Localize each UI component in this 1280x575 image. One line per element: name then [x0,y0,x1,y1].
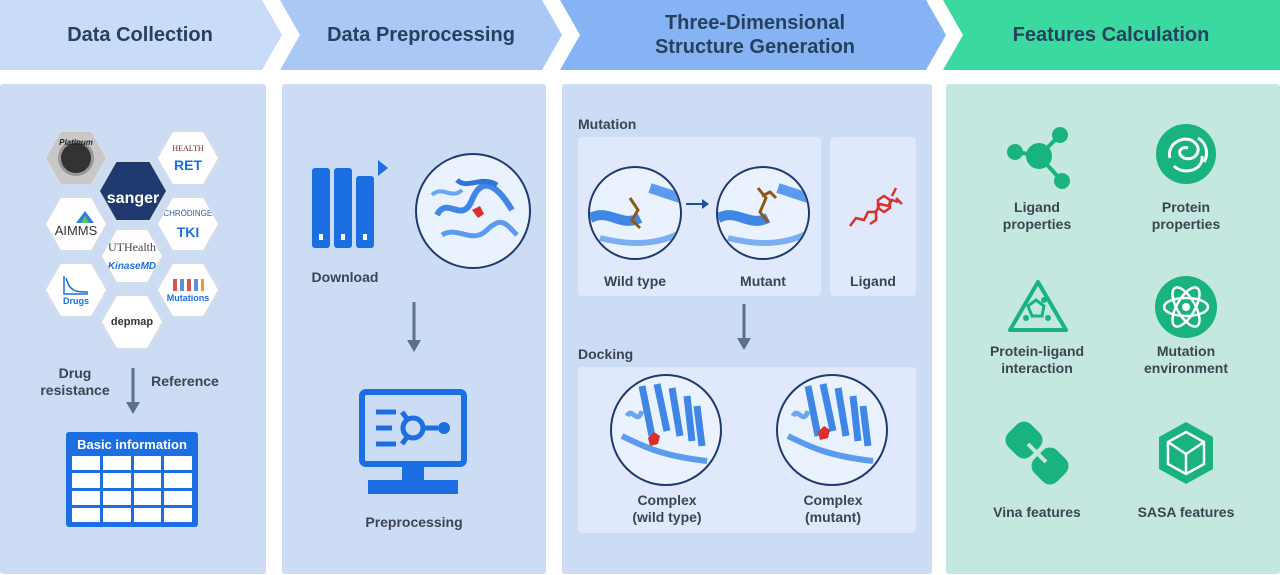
complex-wild-type-cartoon-icon [620,383,708,464]
drug-resistance-label: Drug resistance [30,365,120,399]
protein-properties-line2: properties [1151,216,1221,232]
preprocessing-label: Preprocessing [365,514,463,530]
logo-health-ret: HEALTH RET [156,130,220,186]
stage-title-features-calculation: Features Calculation [1012,24,1210,46]
stage-title-structure-generation: Three-Dimensional Structure Generation [565,0,945,70]
ligand-properties-icon [1007,127,1070,189]
logo-kinasemd-text: KinaseMD [107,261,157,272]
logo-depmap: depmap [100,294,164,350]
sasa-features-label: SASA features [1137,504,1235,520]
complex-wild-type-line2: (wild type) [632,509,702,525]
stage-title-data-collection: Data Collection [67,24,213,46]
mutations-bars-icon [173,279,204,291]
stage-title-data-preprocessing: Data Preprocessing [327,24,515,46]
protein-structure-image [415,153,531,269]
protein-properties-line1: Protein [1161,199,1211,215]
logo-drugs-text: Drugs [62,296,89,306]
vina-features-icon [1005,421,1069,485]
logo-health-text: HEALTH [172,143,204,153]
wild-type-structure-image [588,166,682,260]
protein-ligand-interaction-label: Protein-ligand interaction [977,343,1097,377]
drug-curve-icon [63,276,89,295]
complex-mutant-label: Complex (mutant) [778,492,888,526]
preprocessing-monitor-icon [359,389,467,494]
ligand-label: Ligand [850,273,896,289]
wild-type-cartoon-icon [590,183,680,246]
logo-depmap-text: depmap [110,316,154,328]
logo-aimms-text: AIMMS [54,222,98,238]
complex-wild-type-image [610,374,722,486]
logo-schrodinger-text: SCHRÖDINGER [158,208,219,218]
stage-title-line2: Structure Generation [654,36,856,58]
mutation-environment-line2: environment [1143,360,1228,376]
mutation-environment-label: Mutation environment [1131,343,1241,377]
wild-type-label: Wild type [603,273,667,289]
mutant-label: Mutant [740,273,786,289]
logo-ret-text: RET [174,156,202,173]
ligand-properties-line2: properties [1002,216,1072,232]
logo-drugs: Drugs [44,262,108,318]
protein-cartoon-icon [430,177,519,239]
mutation-environment-icon [1155,276,1217,338]
logo-schrodinger-tki: SCHRÖDINGER TKI [156,196,220,252]
protein-properties-icon [1156,124,1216,184]
ligand-properties-label: Ligand properties [982,199,1092,233]
panel-features-calculation [946,84,1280,574]
table-grid [72,456,192,522]
basic-information-title: Basic information [77,437,187,452]
down-arrow-structure [737,304,751,350]
complex-mutant-line1: Complex [803,492,863,508]
logo-mutations: Mutations [156,262,220,318]
logo-tki-text: TKI [176,223,200,240]
stage-title-line1: Three-Dimensional [664,12,846,34]
complex-mutant-image [776,374,888,486]
logo-sanger-text: sanger [106,190,160,207]
protein-ligand-interaction-line1: Protein-ligand [989,343,1085,359]
download-icon [312,160,388,248]
complex-mutant-line2: (mutant) [805,509,861,525]
down-arrow-preprocessing [407,302,421,352]
logo-platinum-text: Platinum [59,138,93,147]
protein-properties-label: Protein properties [1131,199,1241,233]
drug-resistance-line2: resistance [40,382,110,398]
protein-ligand-interaction-icon [1008,280,1068,332]
basic-information-table: Basic information [66,432,198,527]
down-arrow-collection [126,368,140,414]
mutant-structure-image [716,166,810,260]
logo-uthealth-text: UTHealth [108,240,156,254]
mutation-section-title: Mutation [578,116,637,132]
reference-label: Reference [151,373,219,389]
vina-features-label: Vina features [993,504,1081,520]
stage-arrow-data-collection [0,0,282,70]
drug-resistance-line1: Drug [58,365,92,381]
mutation-environment-line1: Mutation [1156,343,1216,359]
stage-arrow-data-preprocessing [280,0,562,70]
docking-section-title: Docking [578,346,634,362]
stage-arrow-structure-generation [560,0,946,70]
ligand-properties-line1: Ligand [1014,199,1060,215]
complex-mutant-cartoon-icon [786,383,874,464]
complex-wild-type-label: Complex (wild type) [612,492,722,526]
sasa-features-icon [1159,422,1213,484]
mutation-arrow [686,199,709,209]
mutant-cartoon-icon [718,183,808,246]
ligand-box [830,137,916,296]
download-label: Download [311,269,379,285]
aimms-mark-icon [76,210,94,223]
logo-mutations-text: Mutations [166,293,210,303]
stage-arrow-features-calculation [943,0,1280,70]
complex-wild-type-line1: Complex [637,492,697,508]
protein-ligand-interaction-line2: interaction [1001,360,1073,376]
ligand-molecule-icon [849,187,903,227]
